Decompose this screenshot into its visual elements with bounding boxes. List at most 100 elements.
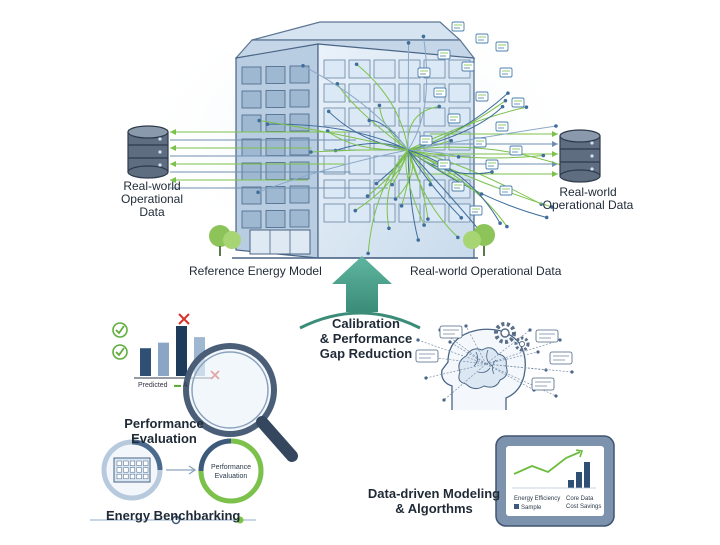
network-edge: [419, 355, 487, 365]
data-line: [310, 149, 409, 153]
data-panel: [535, 329, 559, 343]
evaluation-circle-label: Performance Evaluation: [210, 464, 252, 480]
data-node: [353, 208, 358, 213]
window: [348, 59, 371, 79]
window: [289, 185, 310, 204]
data-node: [505, 224, 509, 229]
data-node: [544, 215, 549, 220]
energy-benchmark-icon: [101, 439, 163, 501]
tree-icon: [209, 224, 495, 256]
window: [123, 460, 129, 466]
tablet-cost-savings: Cost Savings: [566, 504, 602, 510]
data-node: [456, 155, 461, 159]
window: [241, 210, 262, 229]
network-edge: [485, 363, 573, 373]
data-line: [267, 123, 409, 151]
data-node: [326, 109, 331, 114]
data-line: [407, 149, 429, 220]
bar-legend-predicted: Predicted: [138, 382, 168, 389]
window: [323, 59, 346, 79]
window: [448, 83, 471, 103]
window: [265, 210, 286, 228]
data-line: [355, 149, 409, 212]
data-node: [498, 221, 502, 226]
data-panel: [509, 145, 523, 156]
window: [116, 467, 122, 473]
evaluation-circle: [198, 438, 264, 504]
data-panel: [419, 135, 433, 146]
data-node: [459, 216, 464, 220]
data-node: [500, 104, 505, 109]
data-arrow: [170, 161, 176, 167]
data-node: [416, 238, 421, 242]
data-line: [407, 149, 482, 233]
network-node: [464, 324, 468, 328]
performance-evaluation-label: Performance Evaluation: [124, 416, 204, 446]
window: [129, 460, 136, 466]
data-panel: [433, 87, 447, 98]
window: [323, 131, 346, 151]
tablet-legend: Sample: [514, 504, 541, 511]
data-node: [365, 194, 370, 198]
network-node: [528, 328, 532, 332]
data-node: [421, 34, 426, 39]
window: [398, 107, 421, 127]
bar-legend-actual: A: [183, 382, 188, 389]
window: [129, 467, 136, 473]
network-edge: [417, 339, 487, 365]
data-line: [407, 149, 553, 208]
network-node: [536, 350, 540, 354]
network-edge: [485, 339, 561, 365]
data-line: [407, 149, 542, 205]
data-panel: [437, 49, 451, 60]
data-node: [406, 41, 411, 45]
window: [241, 90, 262, 109]
network-node: [554, 394, 558, 398]
data-panel: [499, 67, 513, 78]
network-edge: [449, 341, 487, 365]
magnifier-icon: [183, 343, 298, 462]
window: [373, 203, 396, 223]
data-line: [302, 65, 409, 151]
data-node: [479, 192, 484, 196]
data-panel: [451, 21, 465, 32]
data-node: [554, 124, 558, 128]
database-icon: [559, 129, 601, 183]
windows-left: [241, 65, 310, 229]
window: [373, 155, 396, 175]
data-line: [407, 149, 482, 195]
network-edge: [485, 329, 531, 365]
network-edge: [443, 363, 487, 401]
network-node: [442, 398, 446, 402]
window: [116, 473, 122, 480]
network-edge: [465, 325, 487, 365]
window: [143, 473, 149, 480]
data-panel: [437, 159, 451, 170]
tablet-energy-efficiency: Energy Efficiency: [514, 496, 561, 502]
bar-legend-actual-swatch: ▬: [174, 382, 181, 389]
left-database-label: Real-world Operational Data: [120, 179, 184, 219]
network-edge: [485, 363, 557, 397]
data-arrow: [170, 177, 176, 183]
window: [348, 107, 371, 127]
window: [323, 83, 346, 103]
window: [116, 460, 122, 466]
database-icon: [127, 125, 169, 179]
data-line: [367, 149, 409, 254]
data-panel: [415, 349, 439, 363]
data-node: [265, 122, 270, 126]
window: [398, 203, 421, 223]
network-node: [558, 338, 562, 342]
operational-data-label: Real-world Operational Data: [410, 264, 562, 278]
data-node: [490, 170, 494, 174]
window: [265, 138, 286, 156]
arrow-up-icon: [299, 256, 421, 330]
data-node: [309, 150, 313, 154]
window: [289, 209, 310, 228]
data-panel: [447, 113, 461, 124]
window: [265, 66, 286, 84]
network-node: [416, 338, 420, 342]
window: [423, 179, 446, 199]
tablet-bar: [568, 480, 574, 488]
data-arrow: [552, 171, 558, 177]
